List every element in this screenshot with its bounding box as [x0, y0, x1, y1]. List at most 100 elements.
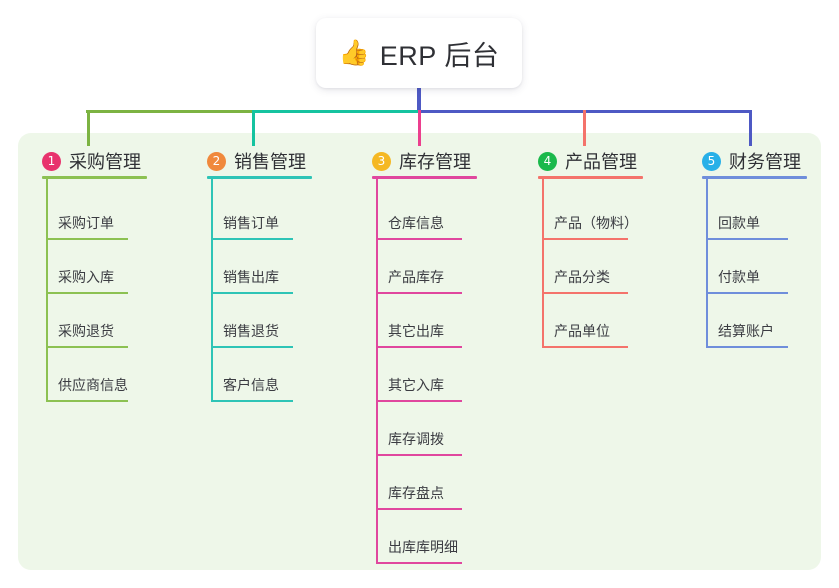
leaf-item-label: 供应商信息 [58, 377, 128, 393]
leaf-item-label: 采购退货 [58, 323, 114, 339]
leaf-item-label: 销售退货 [223, 323, 279, 339]
trunk-segment-teal [252, 110, 419, 113]
leaf-item-underline [376, 346, 462, 348]
leaf-item-underline [376, 238, 462, 240]
leaf-item[interactable]: 其它入库 [376, 348, 462, 402]
branch-drop-4 [583, 110, 586, 146]
branch-badge-2: 2 [207, 151, 226, 171]
branch-drop-5 [749, 110, 752, 146]
branch-spine-2 [211, 179, 213, 402]
leaf-item-label: 其它出库 [388, 323, 444, 339]
leaf-item[interactable]: 销售退货 [211, 294, 293, 348]
leaf-item[interactable]: 供应商信息 [46, 348, 128, 402]
branch-badge-4: 4 [538, 151, 557, 171]
leaf-item-underline [211, 346, 293, 348]
leaf-item[interactable]: 出库库明细 [376, 510, 462, 564]
leaf-item-underline [46, 292, 128, 294]
leaf-item[interactable]: 结算账户 [706, 294, 788, 348]
branch-drop-3 [418, 110, 421, 146]
leaf-item-underline [706, 292, 788, 294]
branch-badge-5: 5 [702, 151, 721, 171]
branch-spine-4 [542, 179, 544, 348]
leaf-item[interactable]: 采购退货 [46, 294, 128, 348]
branch-underline-3 [372, 176, 477, 179]
leaf-item[interactable]: 产品库存 [376, 240, 462, 294]
leaf-item[interactable]: 产品单位 [542, 294, 628, 348]
leaf-item[interactable]: 产品（物料） [542, 186, 638, 240]
leaf-item-label: 出库库明细 [388, 539, 458, 555]
leaf-item-underline [211, 292, 293, 294]
branch-underline-4 [538, 176, 643, 179]
leaf-item-underline [706, 346, 788, 348]
leaf-item-label: 付款单 [718, 269, 760, 285]
leaf-item[interactable]: 库存调拨 [376, 402, 462, 456]
leaf-item-underline [376, 400, 462, 402]
branch-spine-3 [376, 179, 378, 564]
leaf-item-underline [46, 238, 128, 240]
leaf-item-label: 销售出库 [223, 269, 279, 285]
leaf-item-underline [542, 238, 628, 240]
branch-drop-1 [87, 110, 90, 146]
branches-panel [18, 133, 821, 570]
branch-title-3: 库存管理 [399, 152, 471, 172]
leaf-item[interactable]: 销售订单 [211, 186, 293, 240]
branch-title-1: 采购管理 [69, 152, 141, 172]
leaf-item-label: 采购入库 [58, 269, 114, 285]
leaf-item-underline [376, 508, 462, 510]
leaf-item[interactable]: 仓库信息 [376, 186, 462, 240]
leaf-item-label: 销售订单 [223, 215, 279, 231]
thumbs-up-icon: 👍 [338, 38, 370, 67]
leaf-item-underline [46, 346, 128, 348]
branch-underline-1 [42, 176, 147, 179]
branch-title-4: 产品管理 [565, 152, 637, 172]
leaf-item-underline [542, 346, 628, 348]
leaf-item[interactable]: 其它出库 [376, 294, 462, 348]
leaf-item-label: 产品库存 [388, 269, 444, 285]
branch-badge-3: 3 [372, 151, 391, 171]
leaf-item-underline [211, 238, 293, 240]
leaf-item[interactable]: 采购入库 [46, 240, 128, 294]
leaf-item-label: 仓库信息 [388, 215, 444, 231]
leaf-item[interactable]: 付款单 [706, 240, 788, 294]
leaf-item-underline [542, 292, 628, 294]
branch-header-3[interactable]: 3 库存管理 [372, 148, 471, 174]
trunk-segment-green [86, 110, 253, 113]
leaf-item-label: 采购订单 [58, 215, 114, 231]
leaf-item-label: 产品分类 [554, 269, 610, 285]
leaf-item-underline [376, 454, 462, 456]
leaf-item-label: 客户信息 [223, 377, 279, 393]
leaf-item[interactable]: 客户信息 [211, 348, 293, 402]
leaf-item-label: 库存盘点 [388, 485, 444, 501]
branch-header-5[interactable]: 5 财务管理 [702, 148, 801, 174]
root-node-label: ERP 后台 [379, 40, 500, 71]
branch-title-5: 财务管理 [729, 152, 801, 172]
leaf-item-underline [211, 400, 293, 402]
leaf-item-underline [46, 400, 128, 402]
root-node[interactable]: 👍 ERP 后台 [316, 18, 522, 88]
root-stem [417, 88, 421, 113]
leaf-item-label: 回款单 [718, 215, 760, 231]
branch-header-4[interactable]: 4 产品管理 [538, 148, 637, 174]
branch-underline-5 [702, 176, 807, 179]
leaf-item[interactable]: 回款单 [706, 186, 788, 240]
branch-underline-2 [207, 176, 312, 179]
leaf-item-underline [376, 292, 462, 294]
branch-drop-2 [252, 110, 255, 146]
leaf-item[interactable]: 库存盘点 [376, 456, 462, 510]
leaf-item-label: 其它入库 [388, 377, 444, 393]
leaf-item-label: 结算账户 [718, 323, 774, 339]
leaf-item-label: 库存调拨 [388, 431, 444, 447]
leaf-item-label: 产品（物料） [554, 215, 638, 231]
branch-title-2: 销售管理 [234, 152, 306, 172]
leaf-item[interactable]: 采购订单 [46, 186, 128, 240]
branch-spine-5 [706, 179, 708, 348]
leaf-item[interactable]: 销售出库 [211, 240, 293, 294]
branch-header-2[interactable]: 2 销售管理 [207, 148, 306, 174]
leaf-item-underline [376, 562, 462, 564]
branch-header-1[interactable]: 1 采购管理 [42, 148, 141, 174]
leaf-item[interactable]: 产品分类 [542, 240, 628, 294]
leaf-item-underline [706, 238, 788, 240]
branch-badge-1: 1 [42, 151, 61, 171]
leaf-item-label: 产品单位 [554, 323, 610, 339]
